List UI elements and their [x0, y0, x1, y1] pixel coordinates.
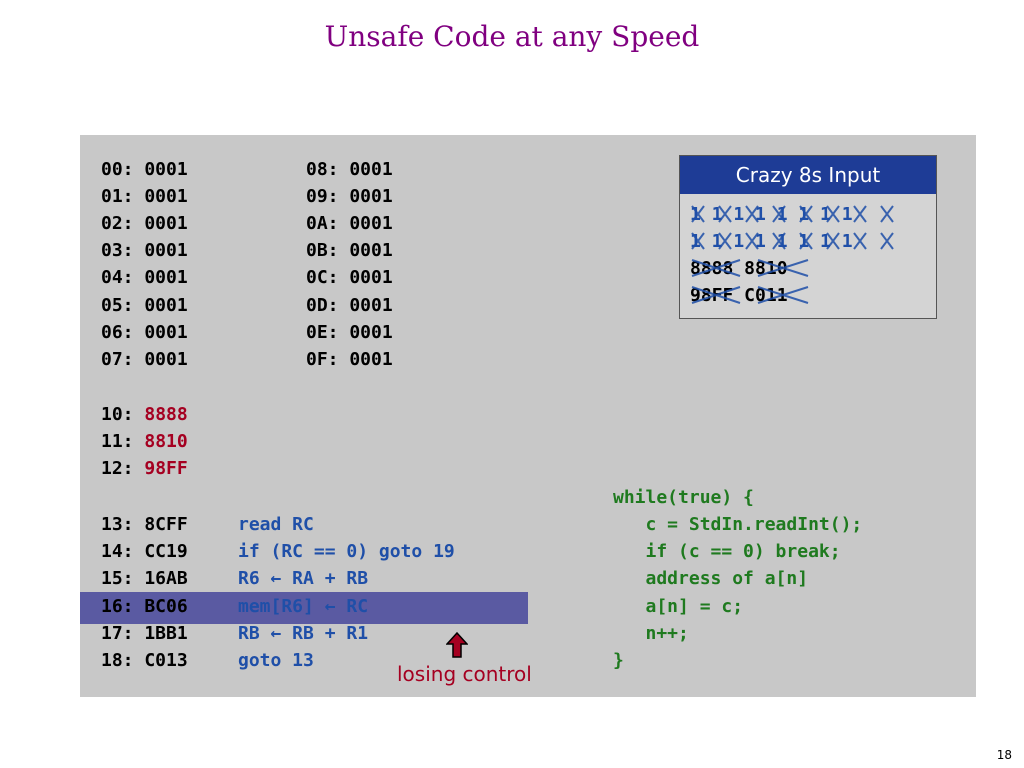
slide-title: Unsafe Code at any Speed	[324, 20, 700, 53]
memory-line: 09: 0001	[306, 186, 393, 207]
instruction-text: goto 13	[238, 650, 314, 671]
java-line: if (c == 0) break;	[613, 541, 841, 562]
input-box-title: Crazy 8s Input	[680, 156, 936, 194]
instruction-addr: 15: 16AB	[101, 568, 188, 589]
memory-line: 0E: 0001	[306, 322, 393, 343]
memory-line: 05: 0001	[101, 295, 188, 316]
memory-line: 01: 0001	[101, 186, 188, 207]
highlight-row	[80, 592, 528, 624]
java-line: }	[613, 650, 624, 671]
up-arrow-icon	[446, 632, 468, 658]
losing-control-caption: losing control	[397, 662, 532, 686]
memory-line: 0D: 0001	[306, 295, 393, 316]
data-addr: 10:	[101, 404, 145, 425]
memory-line: 0B: 0001	[306, 240, 393, 261]
data-value: 8810	[144, 431, 188, 452]
instruction-text: RB ← RB + R1	[238, 623, 369, 644]
data-value: 8888	[144, 404, 188, 425]
data-row: 11: 8810	[101, 428, 188, 455]
page-number: 18	[996, 748, 1012, 762]
instruction-text: read RC	[238, 514, 314, 535]
memory-line: 02: 0001	[101, 213, 188, 234]
java-line: address of a[n]	[613, 568, 809, 589]
input-row: 1 1 1 1 1 1 1 1	[690, 231, 853, 252]
memory-line: 0A: 0001	[306, 213, 393, 234]
data-row: 12: 98FF	[101, 455, 188, 482]
input-row: 1 1 1 1 1 1 1 1	[690, 204, 853, 225]
memory-line: 06: 0001	[101, 322, 188, 343]
instruction-addr: 18: C013	[101, 650, 188, 671]
instruction-addr: 13: 8CFF	[101, 514, 188, 535]
memory-line: 03: 0001	[101, 240, 188, 261]
instruction-text: R6 ← RA + RB	[238, 568, 369, 589]
instruction-text: if (RC == 0) goto 19	[238, 541, 455, 562]
cross-out-marks	[691, 205, 894, 304]
memory-line: 0F: 0001	[306, 349, 393, 370]
data-addr: 11:	[101, 431, 145, 452]
memory-line: 04: 0001	[101, 267, 188, 288]
java-line: while(true) {	[613, 487, 754, 508]
memory-line: 00: 0001	[101, 159, 188, 180]
java-line: a[n] = c;	[613, 596, 744, 617]
data-addr: 12:	[101, 458, 145, 479]
memory-line: 07: 0001	[101, 349, 188, 370]
memory-line: 08: 0001	[306, 159, 393, 180]
java-line: c = StdIn.readInt();	[613, 514, 863, 535]
instruction-addr: 14: CC19	[101, 541, 188, 562]
data-row: 10: 8888	[101, 401, 188, 428]
instruction-addr: 17: 1BB1	[101, 623, 188, 644]
input-box: Crazy 8s Input 1 1 1 1 1 1 1 1 1 1 1 1 1…	[679, 155, 937, 319]
instruction-text: mem[R6] ← RC	[238, 596, 369, 617]
instruction-addr: 16: BC06	[101, 596, 188, 617]
memory-line: 0C: 0001	[306, 267, 393, 288]
data-value: 98FF	[144, 458, 188, 479]
java-line: n++;	[613, 623, 689, 644]
